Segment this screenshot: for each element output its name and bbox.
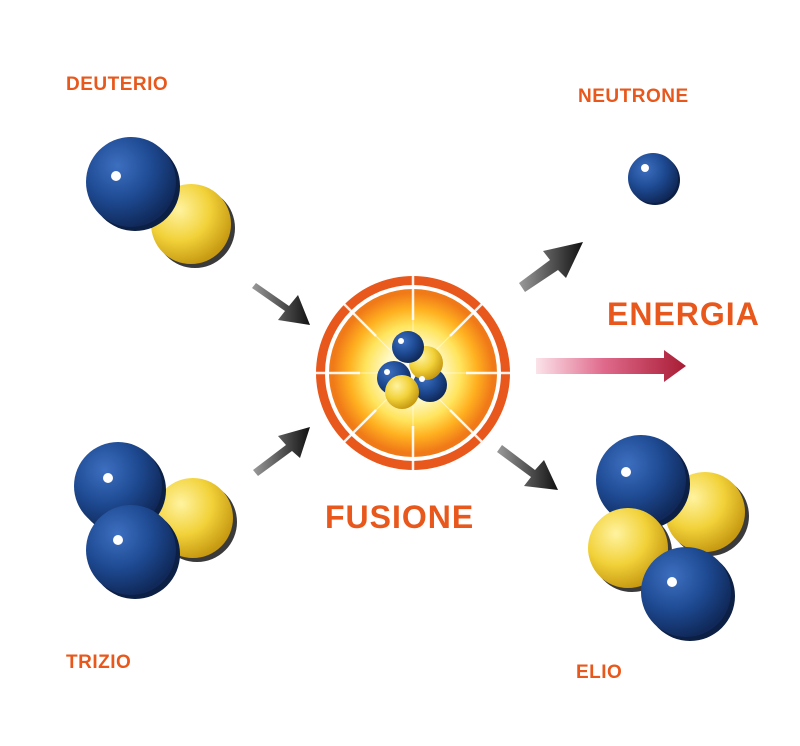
label-deuterio: DEUTERIO <box>66 74 169 95</box>
fusion-burst-icon <box>316 276 510 470</box>
label-energia: ENERGIA <box>607 296 760 332</box>
tritium-nucleus-icon <box>74 442 237 599</box>
label-neutrone: NEUTRONE <box>578 86 689 107</box>
arrow-fusion-to-helium <box>497 445 558 490</box>
arrow-fusion-to-neutron <box>519 242 583 292</box>
label-trizio: TRIZIO <box>66 652 132 673</box>
label-fusione: FUSIONE <box>325 499 475 535</box>
arrow-tritium-to-fusion <box>253 427 310 476</box>
energy-arrow <box>536 350 686 382</box>
neutron-particle-icon <box>628 153 680 205</box>
helium-nucleus-icon <box>588 435 749 641</box>
label-elio: ELIO <box>576 662 623 683</box>
deuterium-nucleus-icon <box>86 137 235 268</box>
arrow-deuterium-to-fusion <box>252 283 310 325</box>
